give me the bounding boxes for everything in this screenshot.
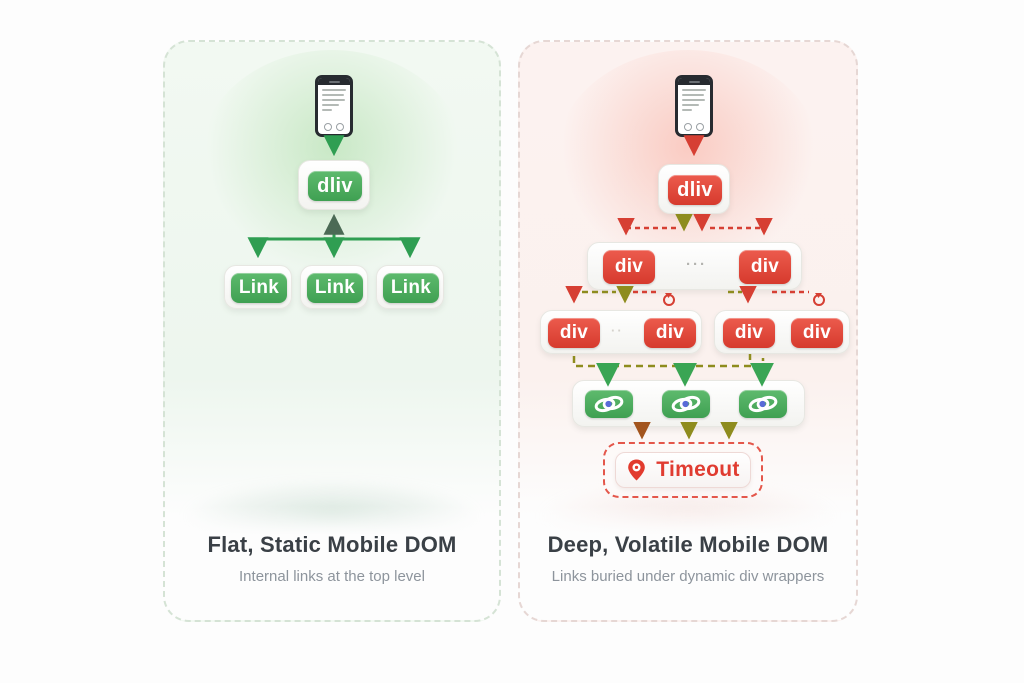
right-subtitle: Links buried under dynamic div wrappers <box>551 568 825 585</box>
timeout-button: Timeout <box>615 452 751 488</box>
right-caption: Deep, Volatile Mobile DOM Links buried u… <box>522 506 854 618</box>
flat-dom-panel: dliv Link Link Link Flat, Static Mobile … <box>163 40 501 622</box>
link-icon-badge <box>585 390 633 418</box>
links-row-card <box>572 380 805 427</box>
link-card: Link <box>376 265 444 309</box>
root-div-card: dliv <box>298 160 370 210</box>
map-pin-icon <box>628 459 646 481</box>
div-wrapper-card: div div <box>714 310 850 354</box>
left-title: Flat, Static Mobile DOM <box>207 532 457 557</box>
link-icon-badge <box>662 390 710 418</box>
timeout-box: Timeout <box>603 442 763 498</box>
link-badge: Link <box>307 273 363 303</box>
div-badge: div <box>644 318 696 348</box>
link-badge: Link <box>231 273 287 303</box>
cycle-icon <box>663 293 675 306</box>
div-badge: div <box>791 318 843 348</box>
div-wrapper-card: div ·· div <box>540 310 702 354</box>
link-card: Link <box>300 265 368 309</box>
link-badge: Link <box>383 273 439 303</box>
root-div-card: dliv <box>658 164 730 214</box>
deep-dom-panel: dliv div ··· div div ·· div div div <box>518 40 858 622</box>
smartphone-icon <box>675 75 713 137</box>
ellipsis: ··· <box>686 256 707 273</box>
div-wrapper-card: div ··· div <box>587 242 802 290</box>
div-badge: div <box>723 318 775 348</box>
root-div-badge: dliv <box>668 175 722 205</box>
left-caption: Flat, Static Mobile DOM Internal links a… <box>167 506 497 618</box>
cycle-icon <box>813 293 825 306</box>
div-badge: div <box>548 318 600 348</box>
div-badge: div <box>603 250 655 284</box>
link-icon-badge <box>739 390 787 418</box>
dashed-branch-right <box>710 218 773 236</box>
chain-link-icon <box>594 395 624 413</box>
smartphone-icon <box>315 75 353 137</box>
ellipsis: ·· <box>611 323 624 338</box>
div-badge: div <box>739 250 791 284</box>
right-title: Deep, Volatile Mobile DOM <box>547 532 829 557</box>
timeout-label: Timeout <box>656 458 740 481</box>
chain-link-icon <box>671 395 701 413</box>
link-card: Link <box>224 265 292 309</box>
left-subtitle: Internal links at the top level <box>239 568 425 585</box>
chain-link-icon <box>748 395 778 413</box>
dashed-bracket <box>572 356 765 368</box>
dashed-branch-left <box>617 218 676 236</box>
root-div-badge: dliv <box>308 171 362 201</box>
